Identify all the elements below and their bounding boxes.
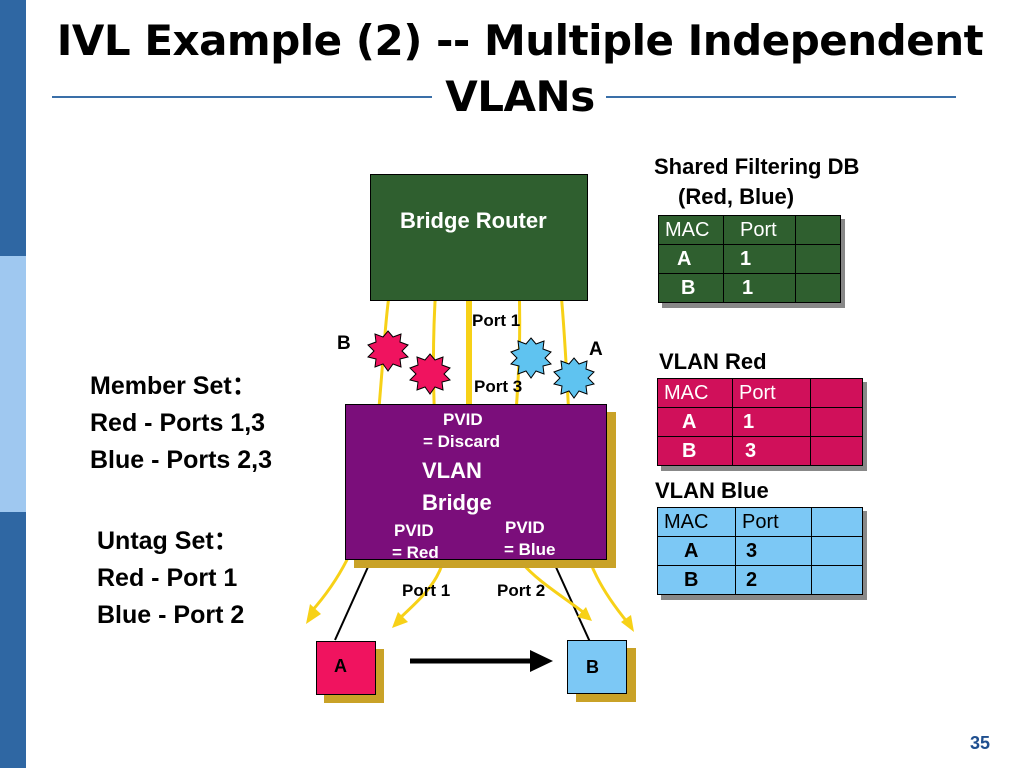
table-row: B 3 (657, 436, 863, 466)
table-cell-port: 2 (735, 565, 812, 595)
router-bridge-link (466, 300, 472, 404)
pvid-red-label-1: PVID (394, 521, 434, 540)
burst-blue-2 (553, 357, 595, 399)
burst-red-label: B (337, 333, 351, 354)
sidebar-stripe-middle (0, 256, 26, 512)
table-cell-empty (795, 273, 841, 303)
table-cell-mac: A (657, 407, 733, 437)
path-red-inner-end-arrowhead (392, 612, 408, 628)
bridge-port1-label: Port 1 (402, 581, 451, 600)
vlan-bridge-box (345, 404, 607, 560)
table-cell-mac: B (658, 273, 724, 303)
table-cell-mac: A (657, 536, 736, 566)
burst-blue-1 (510, 337, 552, 379)
table-cell-empty (811, 565, 863, 595)
table-cell-empty (810, 436, 863, 466)
table-cell-empty (795, 244, 841, 274)
pvid-blue-label-2: = Blue (504, 540, 556, 559)
vlan-red-table: MAC Port A 1 B 3 (657, 378, 863, 466)
table-cell-mac: B (657, 436, 733, 466)
vlan-red-title: VLAN Red (659, 349, 767, 374)
host-b-label: B (586, 657, 599, 677)
slide-title-line2: VLANs (445, 72, 595, 121)
table-cell-empty (795, 215, 841, 245)
untag-set-title: Untag Set： (97, 527, 239, 555)
router-port-label: Port 1 (472, 311, 521, 330)
table-row: MAC Port (658, 215, 841, 245)
shared-db-title-1: Shared Filtering DB (654, 154, 860, 179)
untag-set-line2: Blue - Port 2 (97, 601, 245, 629)
table-cell-port: 3 (732, 436, 811, 466)
slide-title-line1: IVL Example (2) -- Multiple Independent (56, 16, 984, 65)
member-set-line1: Red - Ports 1,3 (90, 409, 266, 437)
sidebar-stripe-bottom (0, 512, 26, 768)
table-row: A 1 (658, 244, 841, 274)
table-cell-port: 3 (735, 536, 812, 566)
member-set-title: Member Set： (90, 372, 257, 400)
host-arrow-head (530, 650, 553, 672)
bridge-top-port-label: Port 3 (474, 377, 523, 396)
table-header-port: Port (735, 507, 812, 537)
table-row: B 2 (657, 565, 863, 595)
table-cell-empty (810, 378, 863, 408)
pvid-discard-label-1: PVID (443, 410, 483, 429)
vlan-blue-title: VLAN Blue (655, 478, 769, 503)
table-row: MAC Port (657, 507, 863, 537)
vlan-blue-table: MAC Port A 3 B 2 (657, 507, 863, 595)
bridge-router-label: Bridge Router (400, 208, 547, 233)
untag-set-line1: Red - Port 1 (97, 564, 238, 592)
pvid-red-label-2: = Red (392, 543, 439, 562)
link-bridge-host-a (334, 557, 373, 641)
member-set-line2: Blue - Ports 2,3 (90, 446, 272, 474)
title-rule-left (52, 96, 432, 98)
table-header-mac: MAC (658, 215, 724, 245)
path-red-outer-arrowhead (306, 604, 321, 624)
table-row: A 3 (657, 536, 863, 566)
burst-blue-label: A (589, 339, 603, 360)
table-cell-empty (810, 407, 863, 437)
path-blue-outer-end-arrowhead (621, 615, 634, 632)
host-a-box (316, 641, 376, 695)
vlan-bridge-label-2: Bridge (422, 490, 492, 515)
vlan-bridge-label-1: VLAN (422, 458, 482, 483)
table-cell-port: 1 (723, 244, 796, 274)
shared-db-title-2: (Red, Blue) (678, 184, 795, 209)
table-cell-mac: A (658, 244, 724, 274)
table-header-port: Port (723, 215, 796, 245)
host-a-label: A (334, 656, 347, 676)
path-blue-inner-end-arrowhead (577, 607, 592, 621)
burst-red-2 (409, 353, 451, 395)
shared-db-table: MAC Port A 1 B 1 (658, 215, 841, 303)
bridge-router-box (370, 174, 588, 301)
burst-red-1 (367, 330, 409, 372)
table-cell-port: 1 (723, 273, 796, 303)
host-b-box (567, 640, 627, 694)
pvid-blue-label-1: PVID (505, 518, 545, 537)
bridge-port2-label: Port 2 (497, 581, 546, 600)
table-cell-empty (811, 507, 863, 537)
table-row: B 1 (658, 273, 841, 303)
pvid-discard-label-2: = Discard (423, 432, 501, 451)
table-header-mac: MAC (657, 378, 733, 408)
sidebar-stripe-top (0, 0, 26, 256)
table-row: A 1 (657, 407, 863, 437)
table-row: MAC Port (657, 378, 863, 408)
table-header-port: Port (732, 378, 811, 408)
page-number: 35 (969, 733, 990, 753)
table-cell-mac: B (657, 565, 736, 595)
table-header-mac: MAC (657, 507, 736, 537)
table-cell-port: 1 (732, 407, 811, 437)
table-cell-empty (811, 536, 863, 566)
title-rule-right (606, 96, 956, 98)
